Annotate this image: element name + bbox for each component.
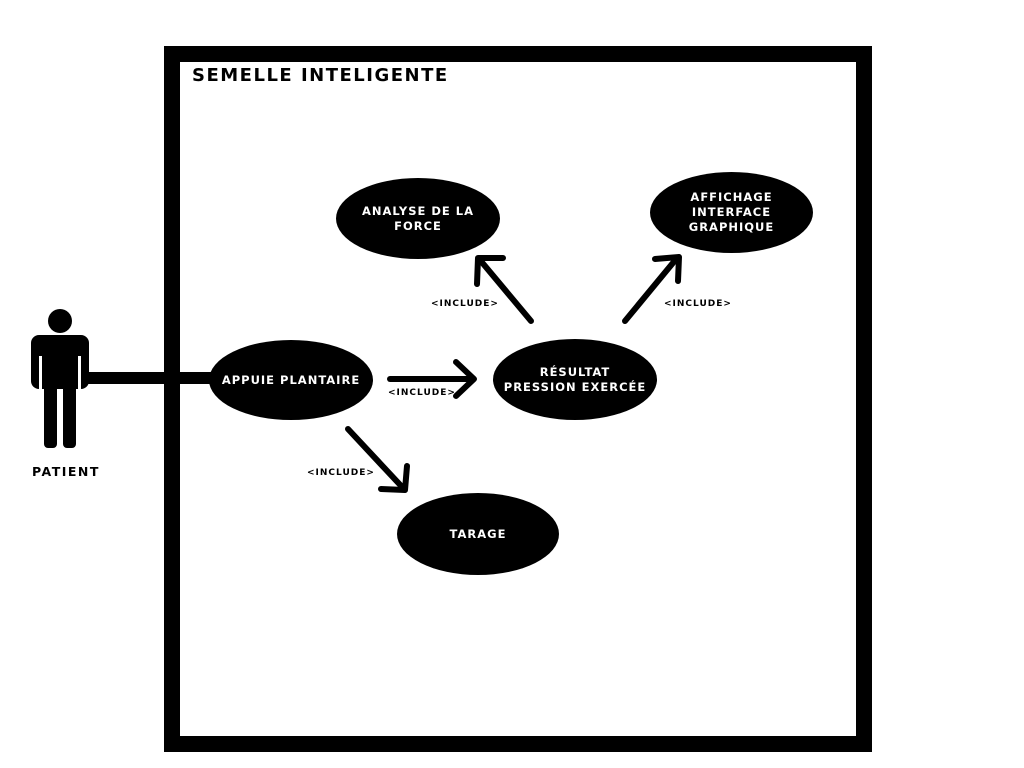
actor-label: PATIENT <box>32 464 100 479</box>
include-arrow-affichage <box>622 254 682 324</box>
include-label-tarage: <INCLUDE> <box>307 468 375 478</box>
usecase-resultat-pression: RÉSULTAT PRESSION EXERCÉE <box>493 339 657 420</box>
include-label-resultat: <INCLUDE> <box>388 388 456 398</box>
system-boundary <box>164 46 872 752</box>
usecase-analyse-force: ANALYSE DE LA FORCE <box>336 178 500 259</box>
usecase-appuie-plantaire: APPUIE PLANTAIRE <box>209 340 373 420</box>
system-title: SEMELLE INTELIGENTE <box>192 65 449 86</box>
usecase-affichage-interface: AFFICHAGE INTERFACE GRAPHIQUE <box>650 172 813 253</box>
include-arrow-resultat <box>387 359 477 399</box>
include-arrow-tarage <box>345 426 410 493</box>
patient-actor-icon <box>31 309 89 448</box>
include-label-affichage: <INCLUDE> <box>664 299 732 309</box>
usecase-tarage: TARAGE <box>397 493 559 575</box>
include-label-analyse: <INCLUDE> <box>431 299 499 309</box>
include-arrow-analyse <box>474 255 534 324</box>
